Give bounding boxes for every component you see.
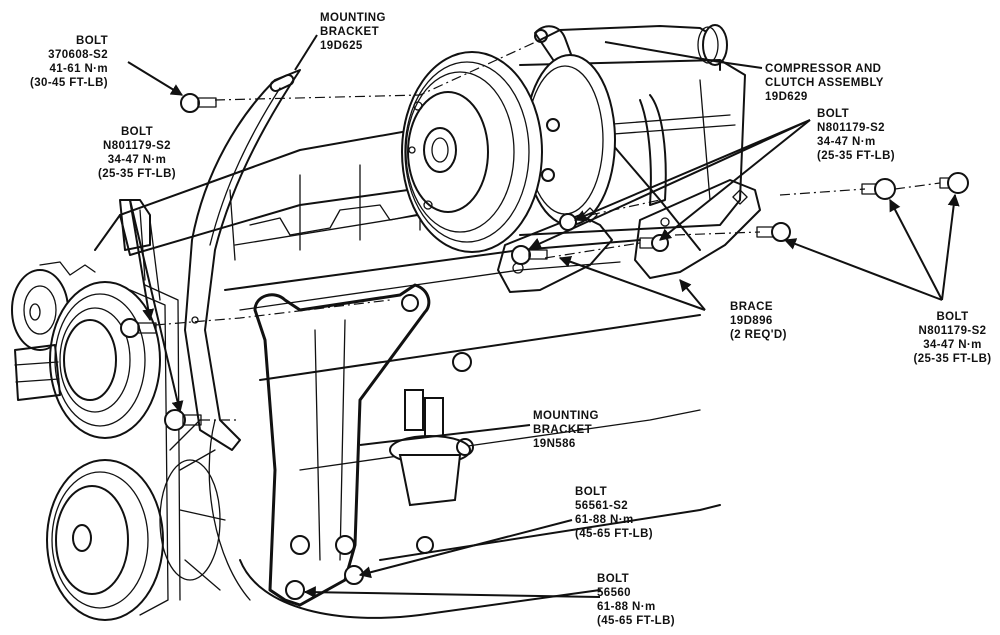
bolt-56560-head (285, 580, 305, 600)
callout-bolt-far-right: BOLT N801179-S2 34-47 N·m (25-35 FT-LB) (905, 310, 1000, 366)
compressor-bolt-head (546, 118, 560, 132)
water-pump-pulley (49, 281, 161, 439)
bolt-370608-head (180, 93, 217, 113)
leader-bolt-upper-right-1 (528, 119, 811, 249)
callout-line: BOLT (575, 486, 608, 498)
leader-bolt-left (129, 199, 155, 322)
callout-line: 61-88 N·m (597, 601, 656, 613)
bolt-right-1 (861, 178, 896, 200)
callout-line: BRACKET (320, 26, 380, 38)
callout-bolt-56561: BOLT 56561-S2 61-88 N·m (45-65 FT-LB) (575, 485, 653, 541)
callout-line: 19D625 (320, 40, 363, 52)
callout-line: (25-35 FT-LB) (817, 150, 896, 162)
callout-line: N801179-S2 (817, 122, 885, 134)
callout-line: 19N586 (533, 438, 576, 450)
callout-line: (25-35 FT-LB) (913, 353, 992, 365)
leader-compressor (604, 41, 763, 69)
callout-mounting-bracket-19d625: MOUNTING BRACKET 19D625 (320, 11, 386, 53)
callout-line: COMPRESSOR AND (765, 63, 882, 75)
crankshaft-pulley (46, 459, 164, 621)
bolt-right-2 (939, 172, 969, 194)
callout-line: 34-47 N·m (817, 136, 876, 148)
callout-brace-19d896: BRACE 19D896 (2 REQ'D) (730, 300, 787, 342)
bolt-left-upper (120, 318, 157, 338)
callout-compressor-clutch: COMPRESSOR AND CLUTCH ASSEMBLY 19D629 (765, 62, 884, 104)
callout-line: 19D629 (765, 91, 808, 103)
callout-line: MOUNTING (320, 12, 386, 24)
leader-bracket-19n586 (359, 424, 531, 446)
callout-line: 370608-S2 (48, 49, 109, 61)
callout-line: CLUTCH ASSEMBLY (765, 77, 884, 89)
callout-line: BOLT (936, 311, 969, 323)
callout-line: 34-47 N·m (107, 154, 167, 166)
callout-line: (45-65 FT-LB) (575, 528, 654, 540)
bolt-left-lower (164, 409, 202, 431)
mounting-bracket-19d625 (184, 69, 301, 451)
leader-bolt-far-right (889, 198, 943, 301)
alignment-lines (154, 39, 941, 421)
callout-line: BOLT (76, 35, 109, 47)
callout-line: (2 REQ'D) (730, 329, 787, 341)
callout-line: N801179-S2 (918, 325, 987, 337)
callout-bolt-56560: BOLT 56560 61-88 N·m (45-65 FT-LB) (597, 572, 675, 628)
callout-line: (30-45 FT-LB) (30, 77, 109, 89)
callout-line: 56560 (597, 587, 631, 599)
callout-bolt-370608: BOLT 370608-S2 41-61 N·m (30-45 FT-LB) (30, 34, 108, 90)
callout-line: MOUNTING (533, 410, 599, 422)
callout-bolt-left: BOLT N801179-S2 34-47 N·m (25-35 FT-LB) (92, 125, 182, 181)
callout-line: BOLT (817, 108, 850, 120)
bolt-brace-left (511, 245, 548, 265)
bracket-slot (269, 74, 295, 92)
leader-bolt-56560 (303, 586, 601, 599)
callout-line: BOLT (120, 126, 154, 138)
callout-line: BRACE (730, 301, 773, 313)
leader-brace (558, 255, 706, 311)
callout-line: (25-35 FT-LB) (97, 168, 177, 180)
callout-line: 19D896 (730, 315, 773, 327)
compressor-clutch-assembly (401, 24, 746, 253)
callout-line: BRACKET (533, 424, 593, 436)
callout-line: N801179-S2 (103, 140, 171, 152)
callout-line: 61-88 N·m (575, 514, 634, 526)
callout-mounting-bracket-19n586: MOUNTING BRACKET 19N586 (533, 409, 599, 451)
engine-block (39, 109, 721, 619)
bolt-brace-lower (756, 222, 791, 242)
callout-bolt-upper-right: BOLT N801179-S2 34-47 N·m (25-35 FT-LB) (817, 107, 895, 163)
leader-bolt-370608 (127, 61, 184, 96)
fuel-pump (389, 389, 474, 554)
leader-lines (127, 34, 960, 599)
leader-bracket-19d625 (294, 34, 318, 71)
callout-line: 56561-S2 (575, 500, 629, 512)
leader-bolt-56561 (358, 519, 573, 579)
callout-line: 34-47 N·m (923, 339, 982, 351)
callout-line: (45-65 FT-LB) (597, 615, 676, 627)
callout-line: BOLT (597, 573, 630, 585)
callout-line: 41-61 N·m (49, 63, 109, 75)
